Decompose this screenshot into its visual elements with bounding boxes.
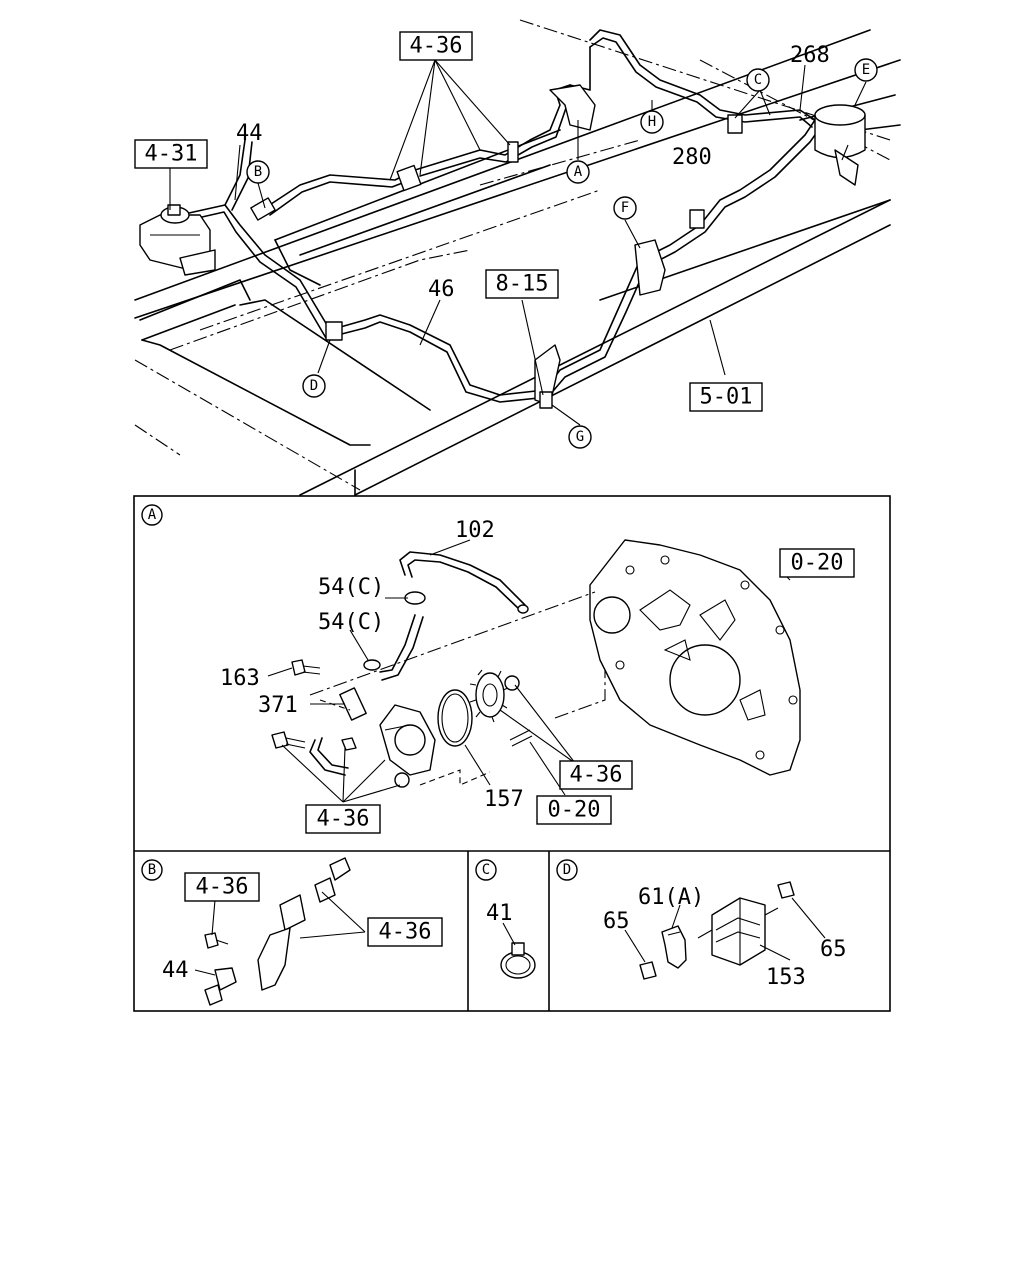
drive-gear [469, 669, 520, 723]
part-label-163: 163 [220, 666, 260, 691]
stud-157 [509, 729, 531, 741]
fluid-reservoir [814, 104, 866, 186]
ref-box-4-36-right[interactable]: 4-36 [559, 760, 633, 790]
bolt-163 [291, 659, 321, 676]
svg-text:4-36: 4-36 [196, 875, 249, 900]
nut-65-right [777, 881, 795, 899]
o-ring [437, 689, 473, 747]
pipe-routing [179, 29, 821, 403]
part-label-46: 46 [428, 277, 455, 302]
connector-assembly [204, 857, 351, 1006]
flywheel-housing [589, 539, 801, 776]
bracket-61a [661, 925, 687, 969]
svg-text:B: B [254, 164, 262, 180]
svg-text:H: H [648, 114, 656, 130]
ref-box-4-36-bottom[interactable]: 4-36 [305, 804, 381, 834]
callout-top-f[interactable]: F [613, 196, 637, 220]
panel-d-callout[interactable]: D [556, 859, 578, 881]
svg-text:4-36: 4-36 [570, 763, 623, 788]
ref-box-5-01[interactable]: 5-01 [689, 382, 763, 412]
part-label-371: 371 [258, 693, 298, 718]
panel-a: A [141, 504, 855, 834]
part-label-54c-1: 54(C) [318, 575, 384, 600]
part-label-153: 153 [766, 965, 806, 990]
svg-text:0-20: 0-20 [791, 551, 844, 576]
svg-text:D: D [563, 862, 571, 878]
part-label-268: 268 [790, 43, 830, 68]
svg-text:D: D [310, 378, 318, 394]
callout-top-h[interactable]: H [640, 110, 664, 134]
detail-frames [133, 495, 891, 1012]
part-label-157: 157 [484, 787, 524, 812]
svg-text:5-01: 5-01 [700, 385, 753, 410]
part-label-65-right: 65 [820, 937, 847, 962]
panel-c-callout[interactable]: C [475, 859, 497, 881]
chassis-frame [134, 19, 901, 496]
panel-b: B 4-36 4-36 44 [141, 857, 443, 1006]
part-label-44: 44 [236, 121, 263, 146]
ref-box-0-20-upper[interactable]: 0-20 [779, 548, 855, 578]
svg-text:4-36: 4-36 [379, 920, 432, 945]
svg-text:4-31: 4-31 [145, 142, 198, 167]
ref-box-4-31[interactable]: 4-31 [134, 139, 208, 169]
pipe-371 [339, 687, 367, 721]
ref-box-4-36-b-top[interactable]: 4-36 [184, 872, 260, 902]
rubber-mount-153 [697, 897, 779, 966]
part-label-44-b: 44 [162, 958, 189, 983]
callout-top-b[interactable]: B [246, 160, 270, 184]
part-label-54c-2: 54(C) [318, 610, 384, 635]
panel-b-callout[interactable]: B [141, 859, 163, 881]
part-label-280: 280 [672, 145, 712, 170]
callout-top-e[interactable]: E [854, 58, 878, 82]
svg-text:8-15: 8-15 [496, 272, 549, 297]
part-label-65-left: 65 [603, 909, 630, 934]
svg-text:A: A [574, 164, 583, 180]
svg-text:0-20: 0-20 [548, 798, 601, 823]
clamp-54c-lower [363, 659, 381, 671]
svg-text:B: B [148, 862, 156, 878]
panel-a-callout[interactable]: A [141, 504, 163, 526]
svg-text:C: C [754, 72, 762, 88]
hose-clamp-41 [500, 942, 536, 979]
svg-text:F: F [621, 200, 629, 216]
tube-small [309, 739, 346, 776]
vacuum-pump [379, 704, 436, 788]
ref-box-0-20-lower[interactable]: 0-20 [536, 795, 612, 825]
panel-c: C 41 [475, 859, 536, 979]
svg-text:C: C [482, 862, 490, 878]
svg-text:A: A [148, 507, 157, 523]
svg-text:4-36: 4-36 [317, 807, 370, 832]
brake-master-cylinder [139, 204, 216, 276]
svg-text:4-36: 4-36 [410, 34, 463, 59]
nut-65-left [639, 961, 657, 980]
hose-elbow [379, 614, 416, 673]
ref-box-8-15[interactable]: 8-15 [485, 269, 559, 299]
top-leaders [169, 59, 867, 426]
bolt-left [271, 731, 306, 749]
hose-102 [399, 551, 529, 614]
bolt-small [341, 737, 357, 751]
part-label-102: 102 [455, 518, 495, 543]
callout-top-a[interactable]: A [566, 160, 590, 184]
callout-top-c[interactable]: C [746, 68, 770, 92]
ref-box-4-36-b-right[interactable]: 4-36 [367, 917, 443, 947]
part-label-61a: 61(A) [638, 885, 704, 910]
line-clamps [250, 84, 743, 409]
ref-box-4-36-top[interactable]: 4-36 [399, 31, 473, 61]
svg-text:E: E [862, 62, 870, 78]
part-label-41: 41 [486, 901, 513, 926]
svg-text:G: G [576, 429, 584, 445]
callout-top-d[interactable]: D [302, 374, 326, 398]
callout-top-g[interactable]: G [568, 425, 592, 449]
panel-d: D 61(A) 65 65 153 [556, 859, 847, 990]
